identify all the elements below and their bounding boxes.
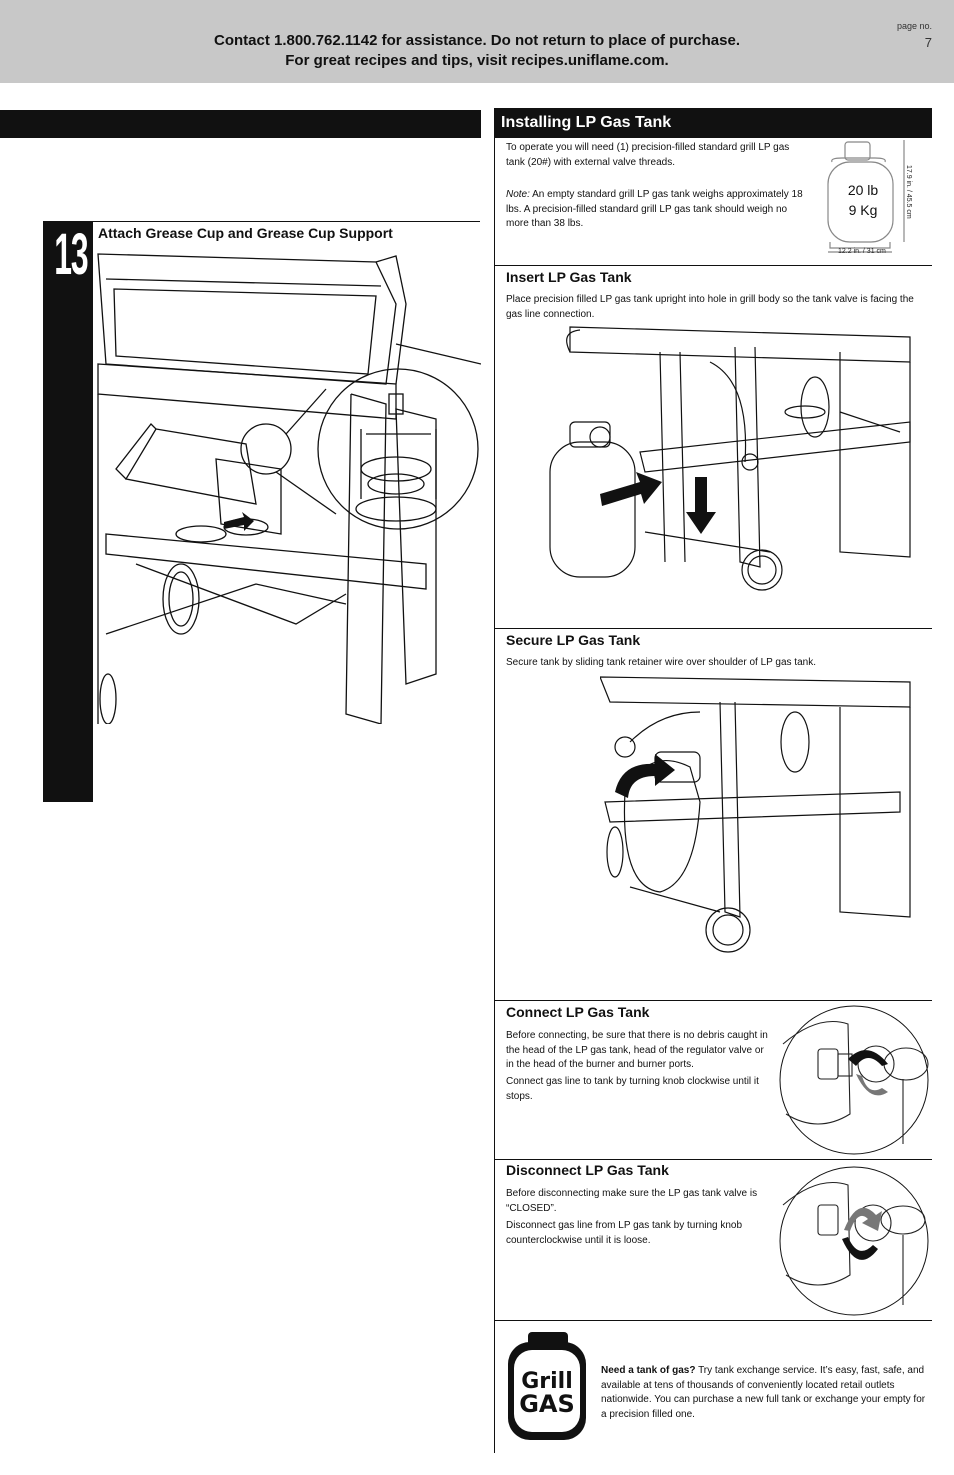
lp-intro-text: To operate you will need (1) precision-f… [506,142,790,168]
tank-weight-lb: 20 lb [847,182,879,198]
connect-text-2: Connect gas line to tank by turning knob… [506,1076,759,1102]
disconnect-text-1: Before disconnecting make sure the LP ga… [506,1188,758,1214]
secure-tank-illustration [600,676,911,953]
lp-note-label: Note: [506,189,530,200]
connect-title: Connect LP Gas Tank [506,1004,650,1020]
promo-text: Need a tank of gas? Try tank exchange se… [601,1364,931,1422]
disconnect-detail-illustration [779,1166,929,1316]
step-rule [93,221,480,222]
grease-cup-illustration [97,253,481,724]
disconnect-rule [495,1159,932,1160]
promo-bold: Need a tank of gas? [601,1365,696,1376]
page-number-label: page no. [896,21,932,31]
column-divider [494,138,495,1453]
connect-rule [495,1000,932,1001]
lp-section-title: Installing LP Gas Tank [501,114,672,131]
header-contact-line: Contact 1.800.762.1142 for assistance. D… [213,32,741,49]
promo-body: Try tank exchange service. It’s easy, fa… [601,1365,926,1420]
tank-height-label: 17.9 in. / 45.5 cm [905,165,912,219]
lp-note-text: An empty standard grill LP gas tank weig… [506,189,803,229]
grill-gas-logo-word-2: GAS [519,1390,575,1418]
secure-text: Secure tank by sliding tank retainer wir… [506,657,816,668]
secure-title: Secure LP Gas Tank [506,632,641,648]
tank-weight-kg: 9 Kg [848,202,878,218]
lp-tank-diagram [827,140,905,253]
disconnect-text-2: Disconnect gas line from LP gas tank by … [506,1220,743,1246]
lp-section-bar: Installing LP Gas Tank [494,108,932,138]
grill-gas-logo-word-1: Grill [521,1369,573,1394]
connect-detail-illustration [779,1005,929,1155]
left-section-bar [0,110,481,138]
disconnect-title: Disconnect LP Gas Tank [506,1162,669,1178]
step-number-box: 13 [43,221,93,802]
insert-tank-illustration [549,326,911,591]
step-number: 13 [54,222,88,287]
step-title: Attach Grease Cup and Grease Cup Support [98,225,393,241]
grill-gas-logo [508,1332,586,1440]
header-recipes-line: For great recipes and tips, visit recipe… [285,52,669,69]
insert-title: Insert LP Gas Tank [506,269,632,285]
insert-text: Place precision filled LP gas tank uprig… [506,294,914,320]
connect-text-1: Before connecting, be sure that there is… [506,1030,768,1070]
promo-rule [495,1320,932,1321]
secure-rule [495,628,932,629]
lp-note: Note: An empty standard grill LP gas tan… [506,188,804,232]
header-bar: Contact 1.800.762.1142 for assistance. D… [0,0,954,83]
page-number: 7 [924,35,932,50]
tank-width-label: 12.2 in. / 31 cm [838,248,886,255]
insert-rule [495,265,932,266]
